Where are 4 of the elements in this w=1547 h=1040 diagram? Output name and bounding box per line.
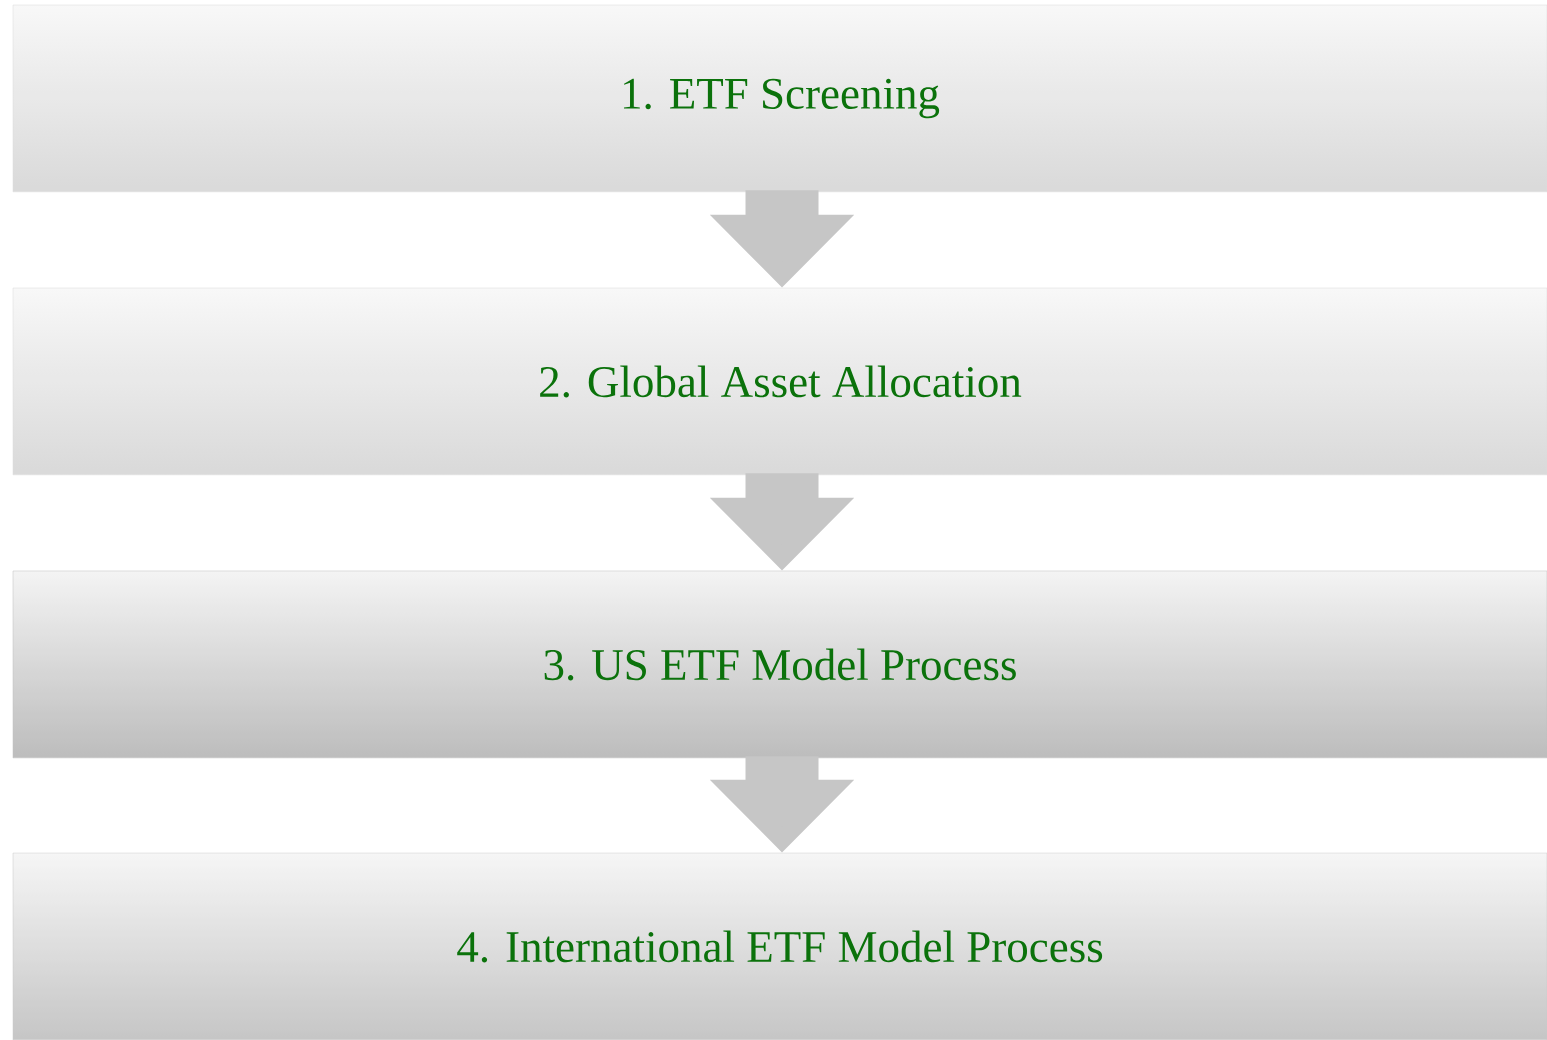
process-box: 4. International ETF Model Process	[12, 852, 1547, 1040]
process-box: 3. US ETF Model Process	[12, 570, 1547, 759]
process-box: 1. ETF Screening	[12, 4, 1547, 193]
process-box: 2. Global Asset Allocation	[12, 287, 1547, 476]
